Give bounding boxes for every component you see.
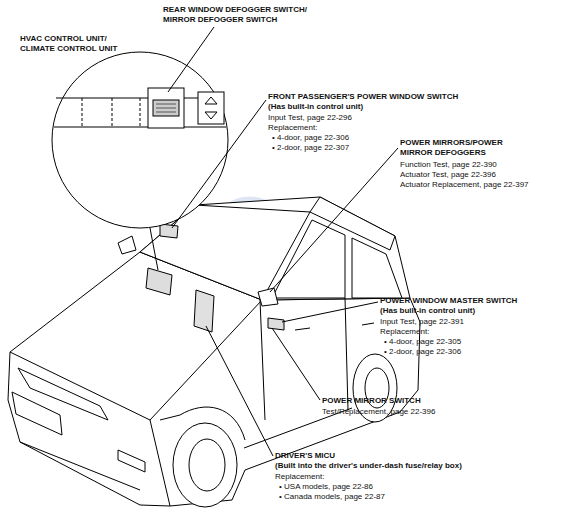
panel-divider: [82, 98, 140, 127]
front-corner-line: [150, 420, 170, 506]
driver-mirror: [258, 288, 278, 306]
fuse-relay-box: [194, 290, 214, 332]
hood-edge: [10, 300, 262, 420]
callout-heading: REAR WINDOW DEFOGGER SWITCH/ MIRROR DEFO…: [163, 5, 323, 25]
callout-text: • 2-door, page 22-307: [272, 143, 349, 153]
leader-line: [206, 326, 273, 456]
callout-text: • USA models, page 22-86: [279, 482, 373, 492]
callout-text: Test/Replacement, page 22-396: [322, 407, 435, 417]
callout-text: Actuator Test, page 22-396: [400, 170, 496, 180]
passenger-window-switch: [160, 224, 178, 238]
fog-light: [118, 450, 145, 472]
defogger-icon: [153, 100, 179, 116]
door-handle: [295, 323, 374, 330]
passenger-mirror: [118, 236, 136, 254]
defogger-switch: [148, 88, 184, 128]
callout-text: Replacement:: [380, 327, 429, 337]
control-buttons: [198, 92, 224, 124]
callout-heading: POWER MIRROR SWITCH: [322, 396, 421, 406]
callout-text: • 4-door, page 22-305: [384, 337, 461, 347]
callout-heading: (Built into the driver's under-dash fuse…: [275, 461, 462, 471]
callout-heading: (Has built-in control unit): [380, 306, 475, 316]
callout-text: • Canada models, page 22-87: [279, 492, 385, 502]
leader-line: [172, 100, 266, 228]
leader-line: [272, 328, 320, 400]
callout-text: Input Test, page 22-296: [268, 113, 352, 123]
leader-line: [168, 27, 214, 92]
callout-text: Actuator Replacement, page 22-397: [400, 180, 529, 190]
front-door-window: [272, 220, 345, 298]
rear-door-window: [352, 238, 402, 298]
callout-heading: POWER WINDOW MASTER SWITCH: [380, 296, 517, 306]
leader-line: [282, 302, 378, 322]
leader-line: [270, 148, 398, 292]
inset-leader: [150, 228, 158, 270]
master-switch: [268, 318, 284, 330]
callout-text: Function Test, page 22-390: [400, 160, 497, 170]
callout-heading: POWER MIRRORS/POWER MIRROR DEFOGGERS: [400, 138, 525, 158]
callout-heading: HVAC CONTROL UNIT/ CLIMATE CONTROL UNIT: [20, 34, 140, 54]
defogger-icon-lines: [156, 104, 176, 112]
callout-text: • 2-door, page 22-306: [384, 347, 461, 357]
callout-text: Replacement:: [268, 123, 317, 133]
callout-heading: (Has built-in control unit): [268, 102, 363, 112]
callout-heading: DRIVER'S MICU: [275, 451, 335, 461]
grille: [12, 392, 62, 435]
bumper-line: [20, 442, 140, 490]
callout-text: Replacement:: [275, 472, 324, 482]
inset-circle: [52, 52, 228, 228]
callout-text: Input Test, page 22-391: [380, 317, 464, 327]
arrow-button: [205, 97, 217, 119]
hvac-unit: [146, 268, 172, 295]
front-wheel-hub: [189, 439, 225, 491]
callout-text: • 4-door, page 22-306: [272, 133, 349, 143]
front-wheel: [173, 423, 237, 507]
callout-heading: FRONT PASSENGER'S POWER WINDOW SWITCH: [268, 92, 458, 102]
